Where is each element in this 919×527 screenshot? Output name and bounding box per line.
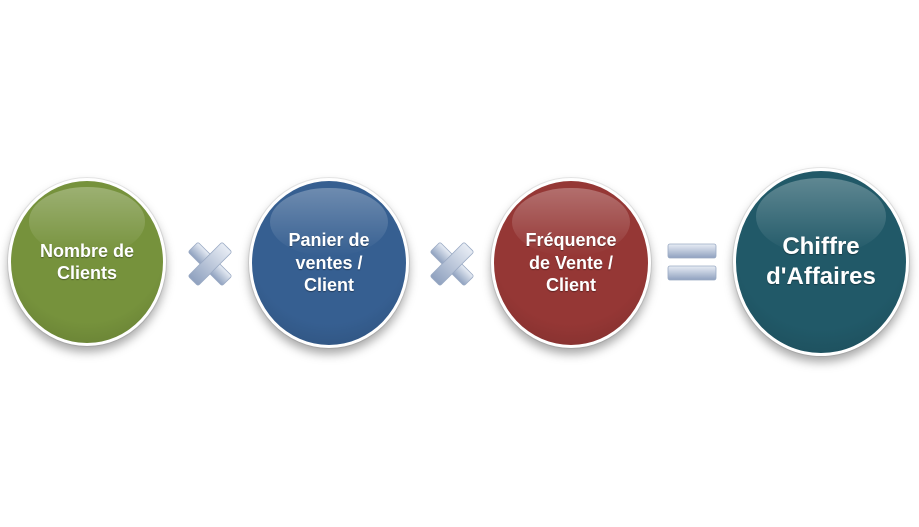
- node-label: Panier de ventes / Client: [288, 230, 370, 296]
- node-panier-de-ventes: Panier de ventes / Client: [249, 178, 409, 348]
- node-label: Nombre de Clients: [39, 240, 135, 284]
- equals-icon: [667, 243, 717, 281]
- node-label: Fréquence de Vente / Client: [525, 230, 617, 296]
- node-nombre-de-clients: Nombre de Clients: [8, 178, 166, 346]
- multiply-icon: [188, 242, 232, 286]
- node-frequence-de-vente: Fréquence de Vente / Client: [491, 178, 651, 348]
- node-chiffre-d-affaires: Chiffre d'Affaires: [733, 168, 909, 356]
- node-label: Chiffre d'Affaires: [766, 233, 876, 290]
- multiply-icon: [430, 242, 474, 286]
